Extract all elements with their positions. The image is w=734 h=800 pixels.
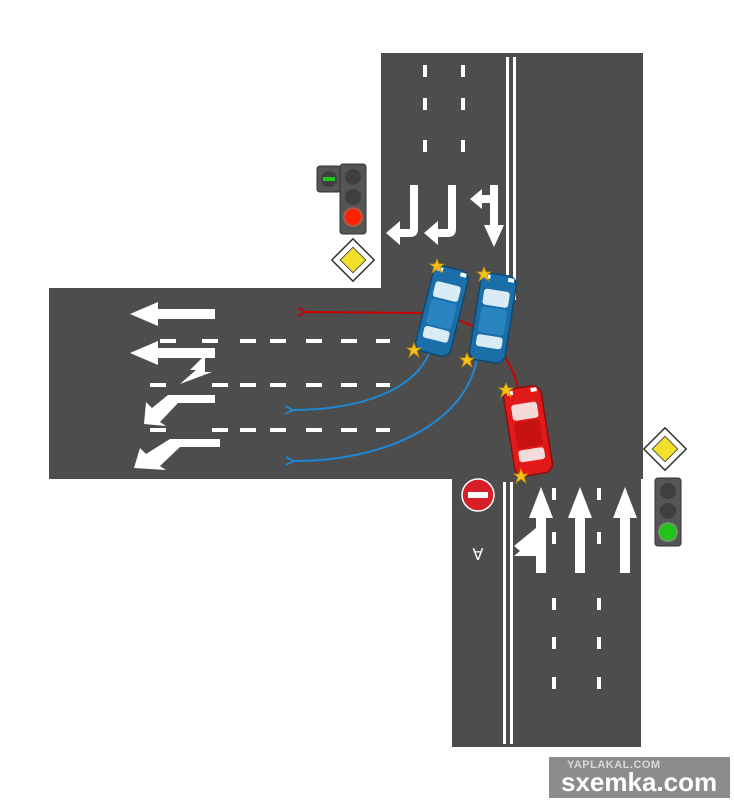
traffic-light-south (654, 477, 682, 547)
impact-star-icon (512, 467, 530, 485)
blue-car (415, 265, 469, 357)
priority-road-icon (330, 237, 376, 283)
straight-arrow-icon (568, 487, 592, 573)
blue-car-path-2 (293, 351, 479, 461)
impact-markers (405, 257, 530, 485)
turn-arrow-icon (424, 185, 456, 245)
left-turn-arrow-icon (130, 341, 215, 384)
south-lane-arrows (514, 487, 637, 573)
straight-left-arrow-icon (514, 487, 553, 573)
left-turn-arrow-icon (144, 395, 215, 426)
impact-star-icon (458, 351, 476, 369)
traffic-light-north (316, 163, 367, 235)
straight-turn-arrow-icon (470, 185, 504, 247)
watermark-small-text: YAPLAKAL.COM (567, 759, 661, 771)
priority-road-icon (642, 426, 688, 472)
road-symbol: ∀ (473, 545, 484, 564)
north-lane-arrows (386, 185, 504, 247)
green-signal-icon (660, 524, 676, 540)
red-car (502, 385, 554, 477)
red-signal-icon (345, 209, 361, 225)
north-lane-dashes (423, 65, 465, 152)
north-road (381, 53, 643, 293)
impact-star-icon (405, 341, 423, 359)
impact-star-icon (475, 265, 493, 283)
turn-arrow-icon (386, 185, 418, 245)
straight-arrow-icon (613, 487, 637, 573)
south-road (452, 478, 641, 747)
watermark: YAPLAKAL.COM sxemka.com (549, 757, 730, 798)
straight-arrow-icon (130, 302, 215, 326)
south-lane-dashes (552, 488, 601, 689)
west-lane-dashes (150, 339, 390, 432)
center-double-lines (503, 57, 516, 744)
watermark-site-text: sxemka.com (561, 767, 718, 797)
west-lane-arrows (130, 302, 220, 470)
blue-car-path-1 (292, 344, 433, 410)
impact-star-icon (497, 381, 515, 399)
green-arrow-icon (323, 177, 335, 181)
impact-star-icon (428, 257, 446, 275)
left-turn-arrow-icon (134, 439, 220, 470)
no-entry-icon (461, 478, 495, 512)
